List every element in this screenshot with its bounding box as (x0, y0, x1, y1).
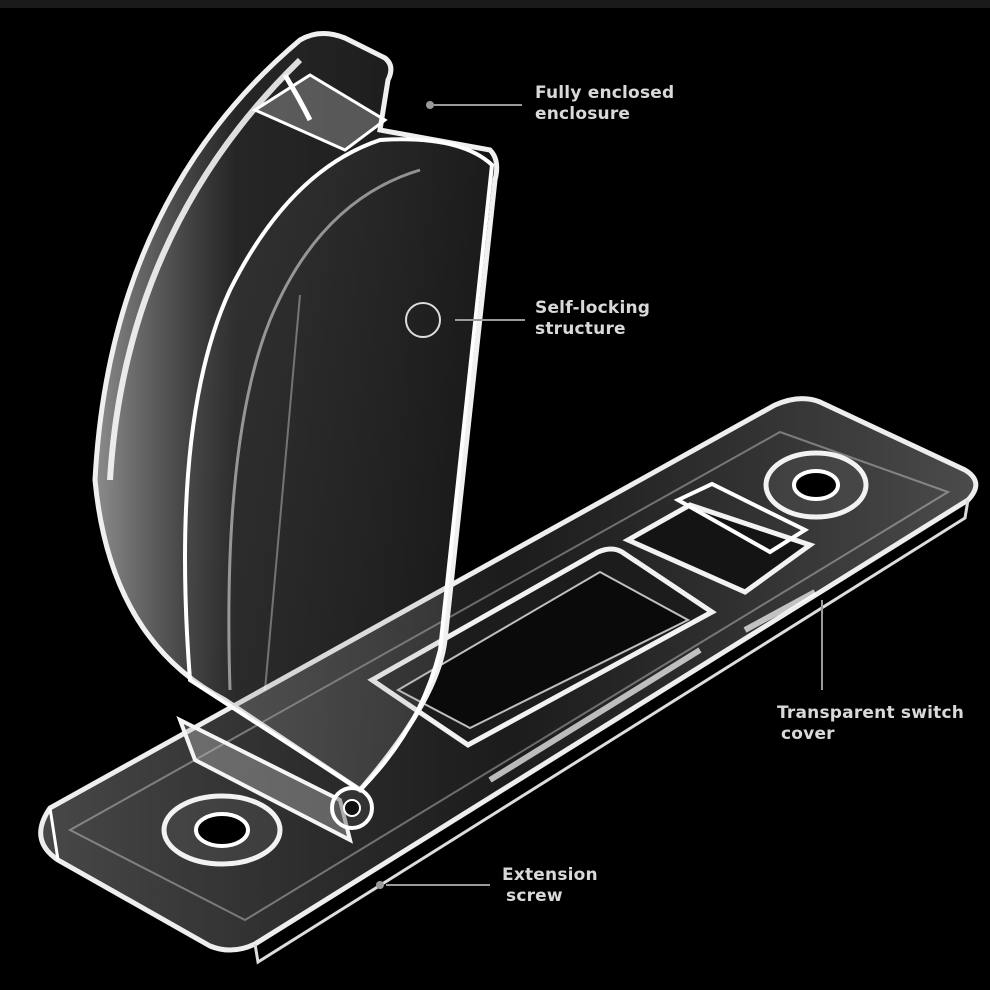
callout-self-locking-line2: structure (535, 319, 626, 339)
callout-enclosure-line2: enclosure (535, 104, 631, 124)
curved-cover-shell (92, 31, 500, 794)
marker-dot-screw (376, 881, 384, 889)
hinge (176, 715, 374, 844)
callout-screw-line1: Extension (502, 865, 598, 885)
callout-self-locking-line1: Self-locking (535, 298, 651, 318)
edge-slots (488, 589, 817, 783)
callout-switch-cover-line1: Transparent switch (777, 703, 965, 723)
switch-window (367, 546, 717, 748)
callout-enclosure-line1: Fully enclosed (535, 83, 675, 103)
callout-extension-screw: Extension screw (502, 865, 598, 907)
secondary-window (622, 481, 816, 595)
callout-screw-line2: screw (506, 886, 563, 906)
top-edge-strip (0, 0, 990, 8)
callout-switch-cover-line2: cover (781, 724, 835, 744)
leader-lines (376, 101, 823, 889)
callout-switch-cover: Transparent switch cover (777, 703, 964, 745)
callout-self-locking: Self-locking structure (535, 298, 650, 340)
marker-dot-enclosure (426, 101, 434, 109)
screw-hole-right (763, 450, 869, 520)
callout-fully-enclosed: Fully enclosed enclosure (535, 83, 674, 125)
marker-circle-self-locking (405, 302, 441, 338)
screw-hole-left (161, 793, 283, 867)
